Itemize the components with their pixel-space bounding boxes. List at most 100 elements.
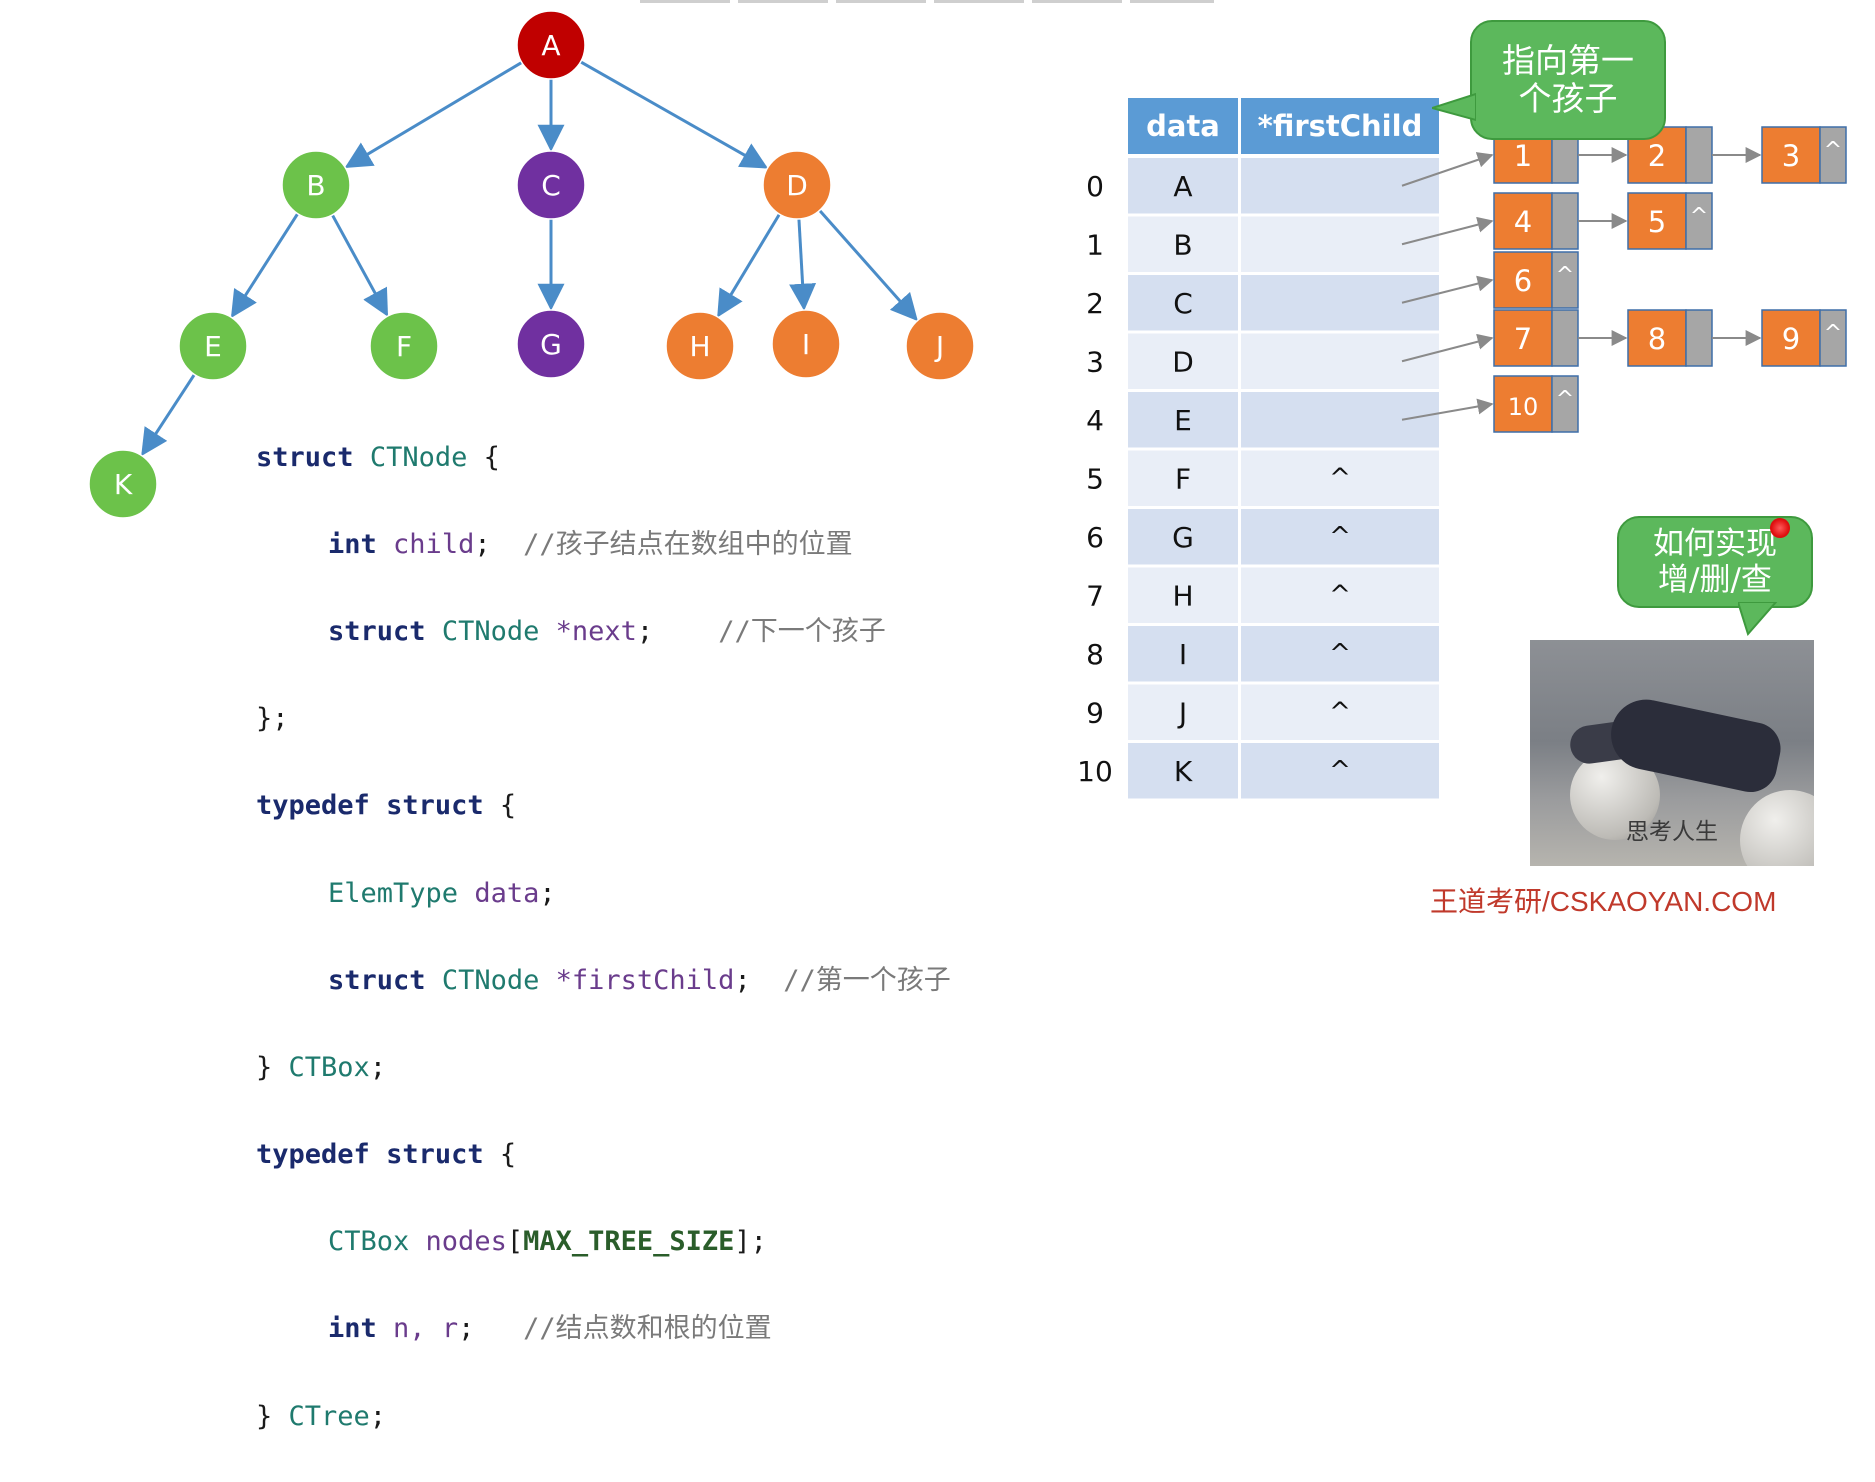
code-keyword: struct: [386, 790, 484, 822]
tree-node-label: I: [802, 328, 810, 361]
null-pointer-mark: ^: [1690, 204, 1708, 229]
tree-node-K: K: [88, 449, 158, 519]
child-node-9: 9^: [1761, 309, 1847, 367]
code-line: int child; //孩子结点在数组中的位置: [256, 523, 951, 567]
tree-node-I: I: [771, 309, 841, 379]
code-text: ;: [369, 1400, 387, 1432]
top-tab-strip: [934, 0, 1024, 3]
child-node-next-cell: [1819, 309, 1847, 367]
code-type: CTNode: [441, 964, 540, 996]
table-row-index: 8: [1086, 638, 1104, 671]
code-line: };: [256, 697, 951, 741]
table-header-cell: [1241, 98, 1439, 154]
table-data-value: B: [1173, 229, 1192, 262]
child-node-next-cell: [1685, 309, 1713, 367]
tree-node-G: G: [516, 309, 586, 379]
table-cell-data: [1128, 275, 1238, 331]
code-type: ElemType: [328, 877, 459, 909]
table-header-label: *firstChild: [1258, 109, 1423, 143]
code-identifier: nodes: [425, 1226, 507, 1258]
tree-node-circle: [771, 309, 841, 379]
tree-edge-B-F: [330, 214, 389, 317]
child-node-label: 4: [1514, 205, 1532, 239]
child-node-next-cell: [1551, 309, 1579, 367]
tree-node-label: F: [396, 330, 412, 363]
table-data-value: E: [1174, 404, 1192, 437]
head-pointer-arrow: [1401, 152, 1494, 187]
tree-node-circle: [178, 311, 248, 381]
code-macro: MAX_TREE_SIZE: [523, 1226, 735, 1258]
head-pointer-arrow: [1401, 398, 1494, 421]
table-cell-first-child: [1241, 392, 1439, 448]
tree-node-circle: [88, 449, 158, 519]
code-text: ;: [474, 528, 491, 560]
code-comment: //结点数和根的位置: [523, 1313, 772, 1345]
child-node-2: 2: [1627, 126, 1713, 184]
code-keyword: int: [328, 528, 377, 560]
table-null-pointer: ^: [1329, 581, 1351, 611]
table-null-pointer: ^: [1329, 639, 1351, 669]
code-type: CTBox: [288, 1051, 370, 1083]
table-cell-first-child: [1241, 743, 1439, 799]
table-null-pointer: ^: [1329, 464, 1351, 494]
code-text: {: [483, 1139, 517, 1171]
null-pointer-mark: ^: [1556, 387, 1574, 412]
child-node-label: 9: [1782, 322, 1800, 356]
code-text: ;: [636, 615, 654, 647]
table-data-value: G: [1172, 521, 1194, 554]
callout-text: 如何实现增/删/查: [1653, 526, 1777, 598]
code-identifier: data: [474, 877, 540, 909]
tree-node-E: E: [178, 311, 248, 381]
null-pointer-mark: ^: [1824, 321, 1842, 346]
table-cell-first-child: [1241, 509, 1439, 565]
child-node-label: 6: [1514, 264, 1532, 298]
tree-edge-A-B: [344, 61, 523, 168]
child-node-next-cell: [1551, 251, 1579, 309]
head-pointer-arrow: [1401, 333, 1494, 363]
code-identifier: n, r: [393, 1313, 459, 1345]
table-data-value: K: [1174, 755, 1193, 788]
child-node-8: 8: [1627, 309, 1713, 367]
table-row-index: 1: [1086, 229, 1104, 262]
child-node-value-cell: [1761, 126, 1821, 184]
code-identifier: child: [393, 528, 475, 560]
code-text: ;: [458, 1313, 475, 1345]
child-node-label: 7: [1514, 322, 1532, 356]
head-pointer-arrow: [1401, 275, 1494, 304]
top-tab-strip: [640, 0, 730, 3]
table-cell-data: [1128, 743, 1238, 799]
code-keyword: struct: [386, 1139, 484, 1171]
top-tab-strip: [738, 0, 828, 3]
child-node-value-cell: [1761, 309, 1821, 367]
code-text: ;: [734, 964, 751, 996]
table-data-value: I: [1179, 638, 1187, 671]
table-row-index: 10: [1077, 755, 1113, 788]
child-node-6: 6^: [1493, 251, 1579, 309]
code-text: {: [483, 790, 517, 822]
table-cell-first-child: [1241, 275, 1439, 331]
table-cell-data: [1128, 392, 1238, 448]
tree-edge-D-I: [789, 218, 817, 311]
tree-node-A: A: [516, 10, 586, 80]
tree-edge-A-D: [579, 60, 769, 169]
callout-tail: [1432, 92, 1476, 122]
tree-node-D: D: [762, 150, 832, 220]
table-cell-data: [1128, 684, 1238, 740]
table-cell-data: [1128, 158, 1238, 214]
code-text: {: [467, 441, 500, 473]
null-pointer-mark: ^: [1556, 263, 1574, 288]
code-line: struct CTNode *next; //下一个孩子: [256, 610, 951, 654]
code-block: struct CTNode { int child; //孩子结点在数组中的位置…: [256, 392, 951, 1482]
head-pointer-arrow: [1401, 216, 1494, 246]
table-row-index: 5: [1086, 463, 1104, 496]
table-data-value: J: [1177, 697, 1187, 730]
code-text: ];: [734, 1226, 767, 1258]
code-line: ElemType data;: [256, 872, 951, 916]
child-node-value-cell: [1493, 251, 1553, 309]
table-cell-data: [1128, 626, 1238, 682]
first-child-callout: 指向第一个孩子: [1470, 20, 1666, 140]
null-pointer-mark: ^: [1824, 138, 1842, 163]
table-cell-first-child: [1241, 450, 1439, 506]
